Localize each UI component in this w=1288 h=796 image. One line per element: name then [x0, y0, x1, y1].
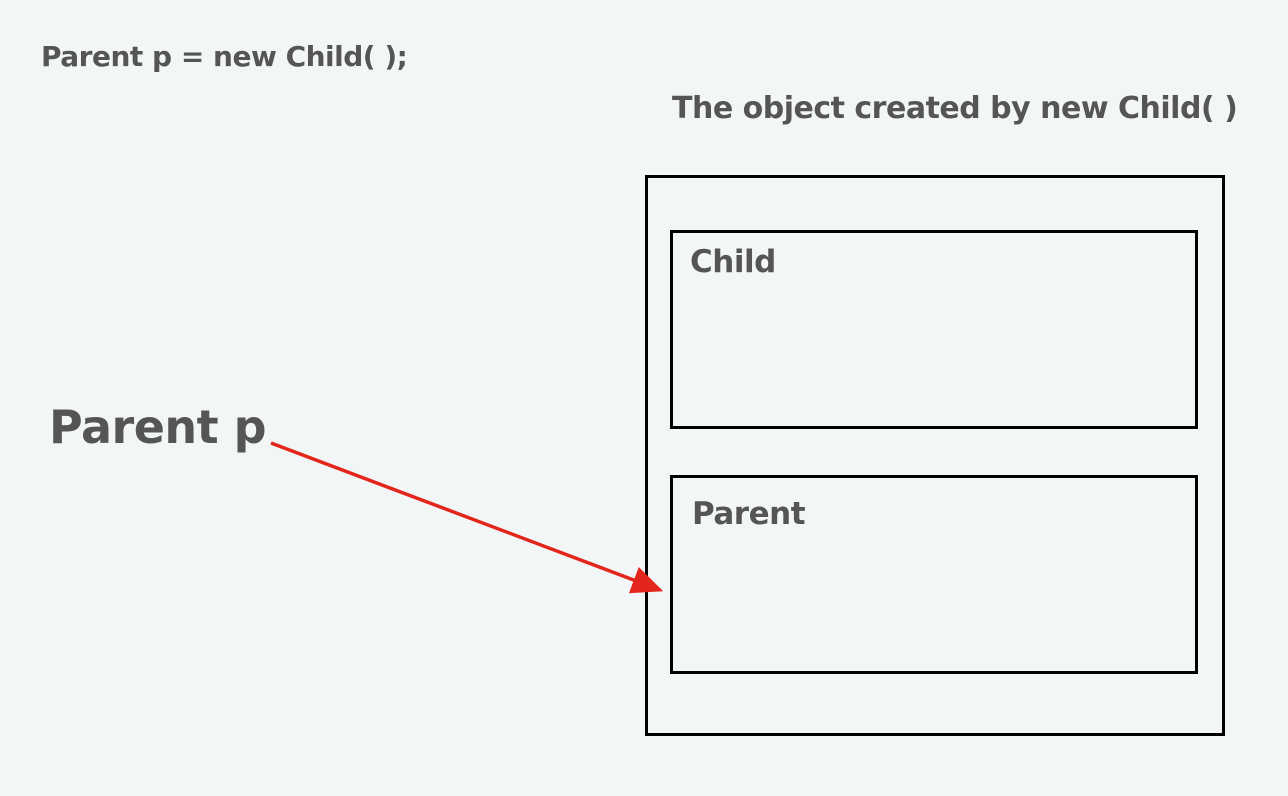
child-section-box	[670, 230, 1198, 429]
object-caption: The object created by new Child( )	[672, 91, 1238, 126]
code-statement: Parent p = new Child( );	[41, 40, 408, 73]
parent-section-box	[670, 475, 1198, 674]
reference-variable-label: Parent p	[49, 400, 267, 454]
child-section-label: Child	[690, 244, 776, 280]
parent-section-label: Parent	[692, 496, 806, 532]
reference-arrow	[270, 441, 664, 594]
